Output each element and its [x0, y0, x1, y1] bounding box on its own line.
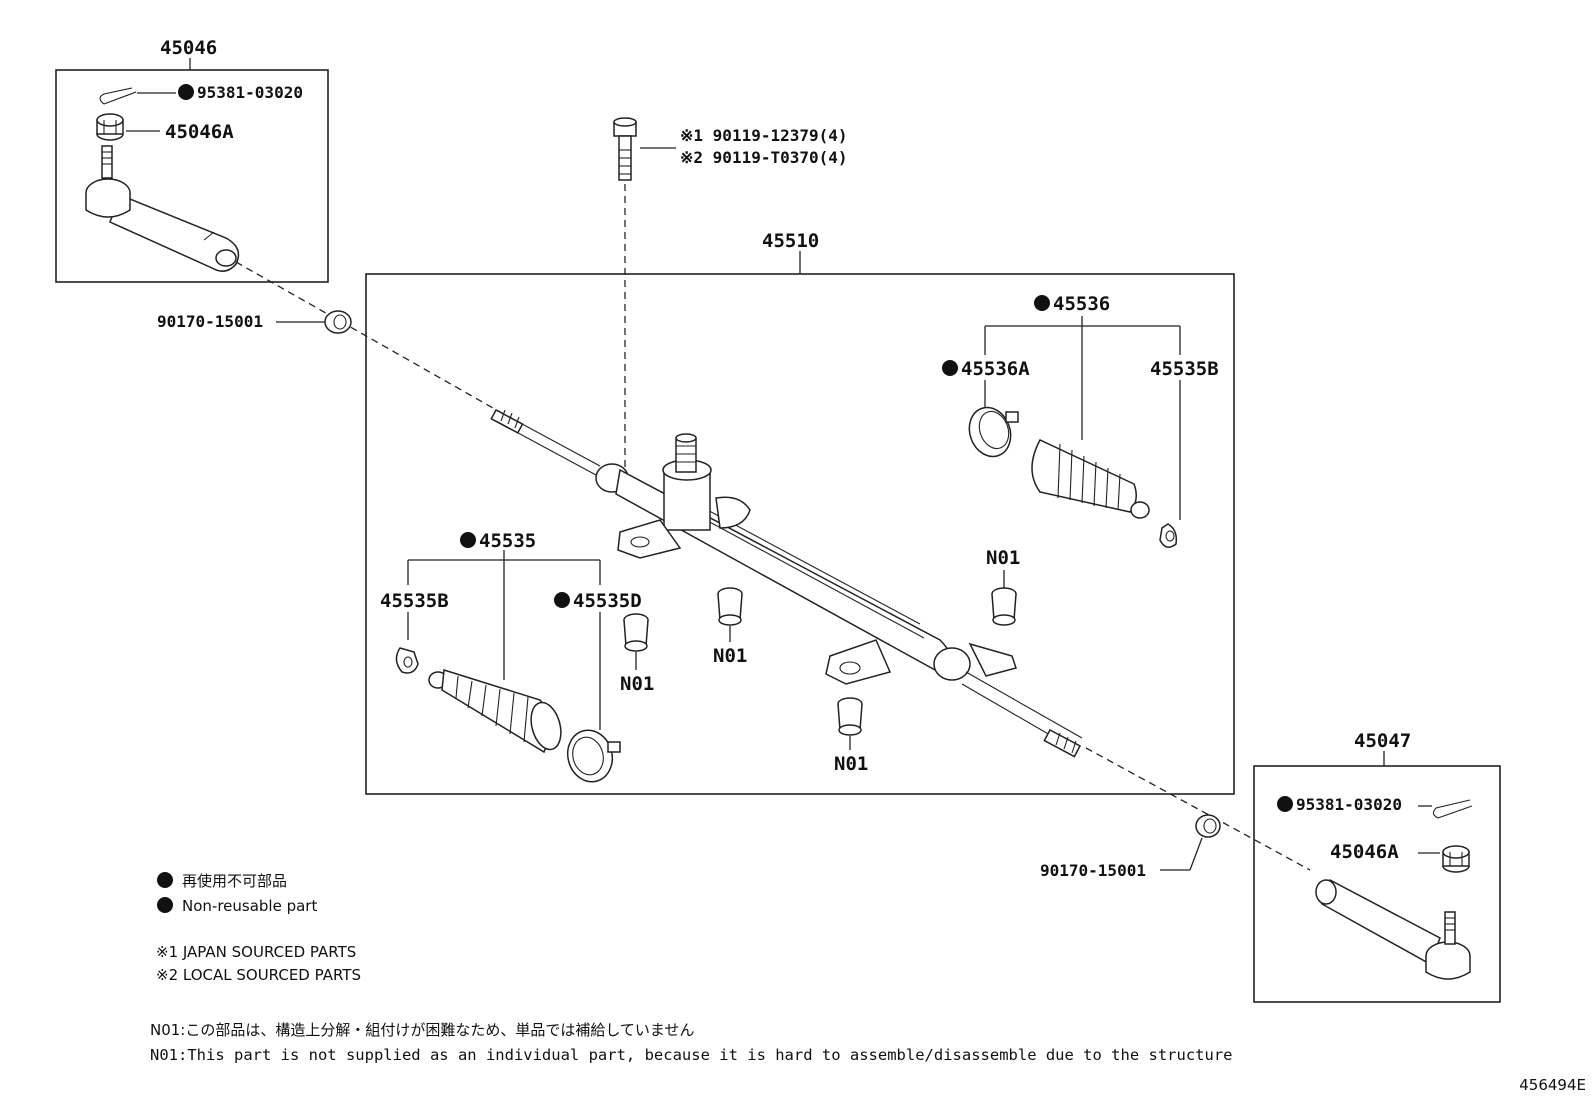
- tie-rod-end-rh-frame: [1253, 765, 1501, 1003]
- legend-n01-en: N01:This part is not supplied as an indi…: [150, 1046, 1233, 1064]
- castle-nut-rh[interactable]: [1442, 845, 1470, 873]
- steering-rack-frame: [365, 273, 1235, 795]
- legend-non-reusable-jp: 再使用不可部品: [182, 872, 287, 890]
- tie-rod-end-lh-body[interactable]: [85, 145, 240, 272]
- boot-clip-45535B-left[interactable]: [395, 647, 419, 674]
- legend-note-2: ※2 LOCAL SOURCED PARTS: [156, 966, 361, 984]
- non-reusable-mark: [1277, 796, 1293, 812]
- label-clip-45535B-right[interactable]: 45535B: [1150, 358, 1219, 380]
- diagram-id: 456494E: [1519, 1076, 1586, 1094]
- label-nut-rh[interactable]: 45046A: [1330, 841, 1399, 863]
- group-label-45535[interactable]: 45535: [479, 530, 536, 552]
- bushing-n01-a[interactable]: [623, 613, 649, 652]
- label-clip-45535B-left[interactable]: 45535B: [380, 590, 449, 612]
- label-cotter-pin-lh[interactable]: 95381-03020: [197, 83, 303, 102]
- lock-nut-rh[interactable]: [1195, 814, 1221, 838]
- assembly-line-lh: [235, 261, 501, 413]
- label-cotter-pin-rh[interactable]: 95381-03020: [1296, 795, 1402, 814]
- non-reusable-mark: [554, 592, 570, 608]
- tie-rod-end-rh-group: 45047 95381-03020 45046A: [1253, 730, 1501, 1003]
- tie-rod-end-lh-group: 45046 95381-03020 45046A: [55, 37, 329, 283]
- legend-dot-jp: [157, 872, 173, 888]
- non-reusable-mark: [178, 84, 194, 100]
- label-n01-c[interactable]: N01: [986, 547, 1020, 569]
- mounting-bolt[interactable]: [613, 117, 637, 181]
- tie-rod-end-lh-frame: [55, 69, 329, 283]
- group-label-45047[interactable]: 45047: [1354, 730, 1411, 752]
- bushing-n01-c[interactable]: [991, 587, 1017, 626]
- label-clamp-45536A[interactable]: 45536A: [961, 358, 1030, 380]
- steering-boot-rh[interactable]: [1031, 439, 1150, 519]
- group-label-45510[interactable]: 45510: [762, 230, 819, 252]
- steering-boot-lh[interactable]: [428, 669, 566, 754]
- label-n01-d[interactable]: N01: [834, 753, 868, 775]
- legend-n01-jp: N01:この部品は、構造上分解・組付けが困難なため、単品では補給していません: [150, 1021, 694, 1039]
- group-label-45536[interactable]: 45536: [1053, 293, 1110, 315]
- legend-note-1: ※1 JAPAN SOURCED PARTS: [156, 943, 356, 961]
- legend-non-reusable-en: Non-reusable part: [182, 897, 317, 915]
- label-nut-lh[interactable]: 45046A: [165, 121, 234, 143]
- tie-rod-end-rh-body[interactable]: [1315, 879, 1471, 980]
- steering-rack-group: 45510: [365, 230, 1235, 795]
- legend-dot-en: [157, 897, 173, 913]
- label-bolt-line1[interactable]: ※1 90119-12379(4): [680, 126, 848, 145]
- boot-clip-45535B-right[interactable]: [1159, 523, 1178, 548]
- label-n01-b[interactable]: N01: [713, 645, 747, 667]
- boot-clamp-45535D[interactable]: [562, 725, 621, 787]
- steering-rack-housing[interactable]: [490, 408, 1083, 758]
- bushing-n01-b[interactable]: [717, 587, 743, 626]
- label-n01-a[interactable]: N01: [620, 673, 654, 695]
- castle-nut-lh[interactable]: [96, 113, 124, 141]
- non-reusable-mark: [942, 360, 958, 376]
- cotter-pin-lh[interactable]: [99, 87, 137, 105]
- label-lock-nut-rh[interactable]: 90170-15001: [1040, 861, 1146, 880]
- assembly-line-rh: [1085, 747, 1311, 871]
- non-reusable-mark: [460, 532, 476, 548]
- bushing-n01-d[interactable]: [837, 697, 863, 736]
- label-clamp-45535D[interactable]: 45535D: [573, 590, 642, 612]
- cotter-pin-rh[interactable]: [1432, 799, 1473, 819]
- non-reusable-mark: [1034, 295, 1050, 311]
- boot-clamp-45536A[interactable]: [963, 402, 1019, 463]
- legend: 再使用不可部品 Non-reusable part ※1 JAPAN SOURC…: [150, 872, 1233, 1064]
- label-lock-nut-lh[interactable]: 90170-15001: [157, 312, 263, 331]
- lock-nut-lh[interactable]: [324, 310, 352, 334]
- group-label-45046[interactable]: 45046: [160, 37, 217, 59]
- label-bolt-line2[interactable]: ※2 90119-T0370(4): [680, 148, 848, 167]
